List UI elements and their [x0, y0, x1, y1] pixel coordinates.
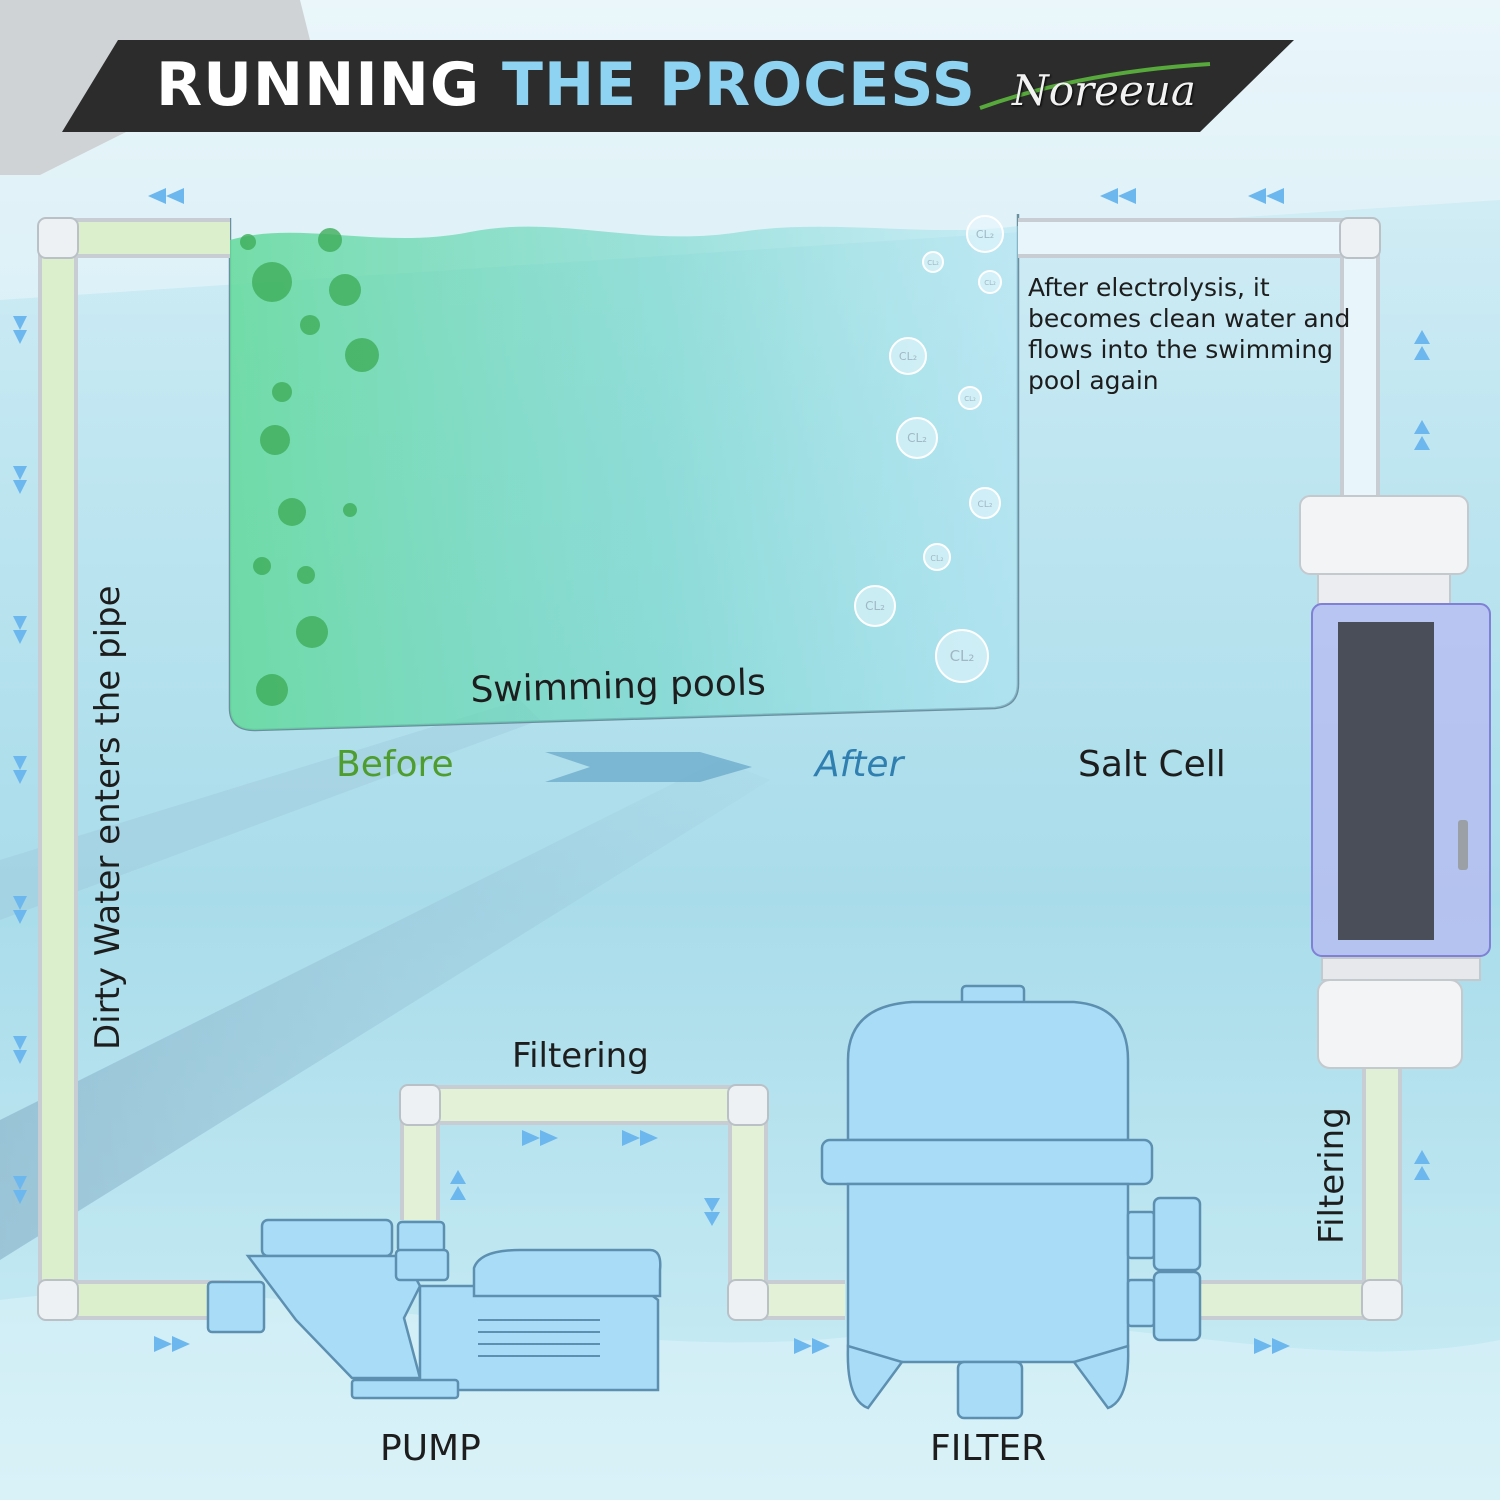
- salt-cell-label: Salt Cell: [1078, 744, 1226, 785]
- chlorine-bubble-label: CL₂: [976, 228, 994, 241]
- pump-device: [206, 1218, 662, 1400]
- chlorine-bubble-label: CL₂: [964, 395, 976, 403]
- chlorine-bubble-label: CL₂: [950, 647, 975, 665]
- pump-label: PUMP: [380, 1428, 481, 1469]
- filtering-label-right: Filtering: [1312, 1107, 1352, 1244]
- title-part-1: RUNNING: [156, 50, 481, 120]
- filter-label: FILTER: [930, 1428, 1047, 1469]
- pipe-left-dirty: [42, 222, 230, 1316]
- filtering-label-middle: Filtering: [512, 1036, 649, 1076]
- bacteria-icon: [240, 228, 379, 706]
- before-after-arrow-icon: [545, 752, 752, 782]
- chlorine-bubble-label: CL₂: [930, 554, 943, 563]
- chlorine-bubble-label: CL₂: [984, 279, 996, 287]
- banner-background: [62, 40, 1294, 132]
- chlorine-bubble-label: CL₂: [907, 431, 927, 445]
- after-label: After: [815, 744, 904, 785]
- chlorine-bubble-label: CL₂: [899, 350, 917, 363]
- chlorine-bubble-group: [854, 215, 1004, 683]
- title-part-2: THE PROCESS: [502, 50, 976, 120]
- flow-arrow-icon: [13, 188, 1430, 1354]
- electrode-plates: [1338, 622, 1434, 940]
- page-title: RUNNING THE PROCESS: [156, 50, 976, 120]
- salt-cell-device: [1299, 495, 1491, 1069]
- electrolysis-description: After electrolysis, it becomes clean wat…: [1028, 273, 1351, 395]
- filter-tank-device: [820, 984, 1202, 1420]
- brand-logo: Noreeua: [1012, 66, 1196, 115]
- chlorine-bubble-label: CL₂: [978, 500, 993, 510]
- lane-stripe: [0, 700, 540, 920]
- brand-logo-swoosh: [979, 62, 1211, 110]
- dirty-water-label: Dirty Water enters the pipe: [88, 585, 128, 1050]
- before-label: Before: [336, 744, 454, 785]
- pipe-elbow-fittings: [37, 217, 1403, 1321]
- chlorine-bubble-label: CL₂: [865, 599, 885, 613]
- pool-label: Swimming pools: [470, 662, 767, 711]
- pool-water: [230, 226, 1018, 730]
- chlorine-bubble-label: CL₂: [927, 259, 939, 267]
- lane-stripe: [0, 760, 770, 1260]
